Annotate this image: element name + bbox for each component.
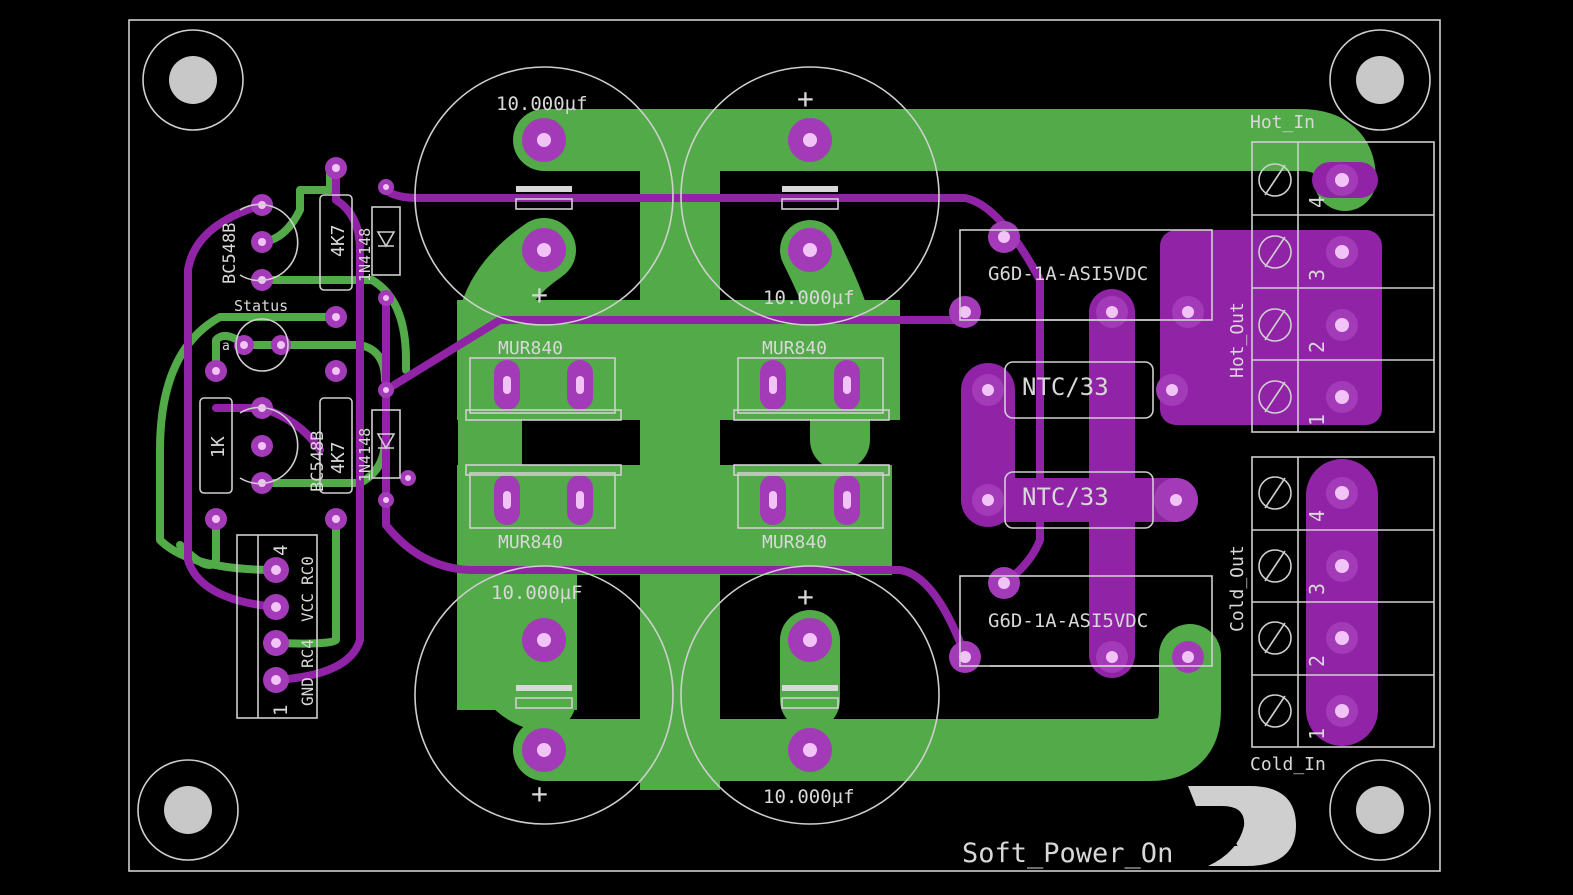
terminal-pads	[1326, 164, 1358, 727]
capacitor-c4-plus: +	[797, 580, 814, 613]
relay-outlines	[959, 229, 1213, 667]
terminal-hot-in-label: Hot_In	[1250, 112, 1315, 133]
relay-k2-label: G6D-1A-ASI5VDC	[988, 610, 1148, 632]
capacitor-outlines	[414, 66, 940, 825]
resistor-4k7-b-label: 4K7	[328, 441, 349, 474]
header-pin-bottom: 1	[270, 705, 292, 716]
capacitor-c3-plus: +	[531, 777, 548, 810]
capacitor-c3-label: 10.000µF	[491, 582, 583, 604]
terminal-pin-numbers: 4 3 2 1 4 3 2 1	[1305, 196, 1329, 740]
resistor-1k-label: 1K	[208, 436, 229, 458]
silkscreen-layer: 10.000µf 10.000µf 10.000µF 10.000µf + + …	[137, 29, 1435, 869]
diode-d4-label: MUR840	[762, 532, 827, 553]
capacitor-c1-label: 10.000µf	[496, 93, 588, 115]
hot-pin-4: 4	[1305, 196, 1329, 208]
small-part-outlines	[199, 194, 401, 719]
header-pin-top: 4	[270, 545, 292, 556]
diode-1n4148-a-label: 1N4148	[356, 228, 374, 282]
header-signal-rc4: RC4	[298, 639, 317, 668]
bottom-pour-hot-out	[1160, 230, 1382, 425]
header-signal-rc0: RC0	[298, 556, 317, 585]
small-part-pads	[205, 157, 416, 693]
terminal-cold-in-label: Cold_In	[1250, 754, 1326, 775]
diode-1n4148-b-label: 1N4148	[356, 428, 374, 482]
diode-pads	[494, 360, 860, 525]
hot-pin-1: 1	[1305, 414, 1329, 426]
top-pour-lower	[457, 465, 892, 575]
mounting-holes	[137, 29, 1431, 861]
logo-letter: R	[1218, 820, 1240, 853]
cold-pin-3: 3	[1305, 583, 1329, 595]
capacitor-c4-label: 10.000µf	[763, 786, 855, 808]
ntc-r1-label: NTC/33	[1022, 373, 1109, 401]
capacitor-pads	[522, 118, 832, 772]
capacitor-c2-plus: +	[797, 82, 814, 115]
ntc-r2-label: NTC/33	[1022, 483, 1109, 511]
ntc-outlines	[1004, 361, 1154, 529]
cold-pin-4: 4	[1305, 510, 1329, 522]
terminal-cold-out-label: Cold_Out	[1227, 545, 1248, 632]
cold-pin-1: 1	[1305, 728, 1329, 740]
relay-k1-label: G6D-1A-ASI5VDC	[988, 263, 1148, 285]
hot-pin-3: 3	[1305, 269, 1329, 281]
board-title: Soft_Power_On	[962, 838, 1173, 869]
cold-pin-2: 2	[1305, 655, 1329, 667]
terminal-blocks	[1251, 141, 1435, 748]
capacitor-c1-plus: +	[531, 278, 548, 311]
diode-outlines	[465, 357, 890, 529]
header-signal-gnd: GND	[298, 677, 317, 706]
diode-d2-label: MUR840	[762, 338, 827, 359]
board-outline	[128, 19, 1441, 872]
transistor-q2-label: BC548B	[308, 431, 328, 492]
status-led-pin-label: a	[222, 339, 230, 354]
status-led-label: Status	[234, 297, 288, 315]
terminal-hot-out-label: Hot_Out	[1227, 302, 1248, 378]
diode-d1-label: MUR840	[498, 338, 563, 359]
resistor-4k7-a-label: 4K7	[328, 224, 349, 257]
diode-d3-label: MUR840	[498, 532, 563, 553]
hot-pin-2: 2	[1305, 341, 1329, 353]
rd-logo: R	[1188, 786, 1296, 866]
header-signal-vcc: VCC	[298, 593, 317, 622]
transistor-q1-label: BC548B	[220, 223, 240, 284]
capacitor-c2-label: 10.000µf	[763, 287, 855, 309]
